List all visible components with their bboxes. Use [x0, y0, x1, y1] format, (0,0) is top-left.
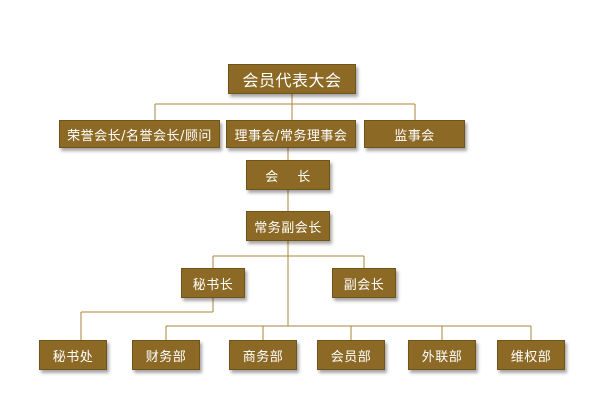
executive-vice-president-box: 常务副会长: [246, 211, 330, 241]
member-assembly-box: 会员代表大会: [228, 64, 356, 94]
supervisory-board-box: 监事会: [364, 120, 465, 148]
business-dept-box: 商务部: [229, 340, 297, 370]
secretariat-box: 秘书处: [39, 340, 107, 370]
finance-dept-box: 财务部: [132, 340, 200, 370]
honorary-box: 荣誉会长/名誉会长/顾问: [59, 120, 220, 148]
secretary-general-box: 秘书长: [181, 268, 245, 298]
rights-protection-dept-box: 维权部: [497, 340, 565, 370]
vice-president-box: 副会长: [332, 268, 396, 298]
external-relations-dept-box: 外联部: [408, 340, 476, 370]
council-box: 理事会/常务理事会: [226, 120, 356, 148]
membership-dept-box: 会员部: [317, 340, 385, 370]
president-box: 会 长: [246, 160, 330, 190]
